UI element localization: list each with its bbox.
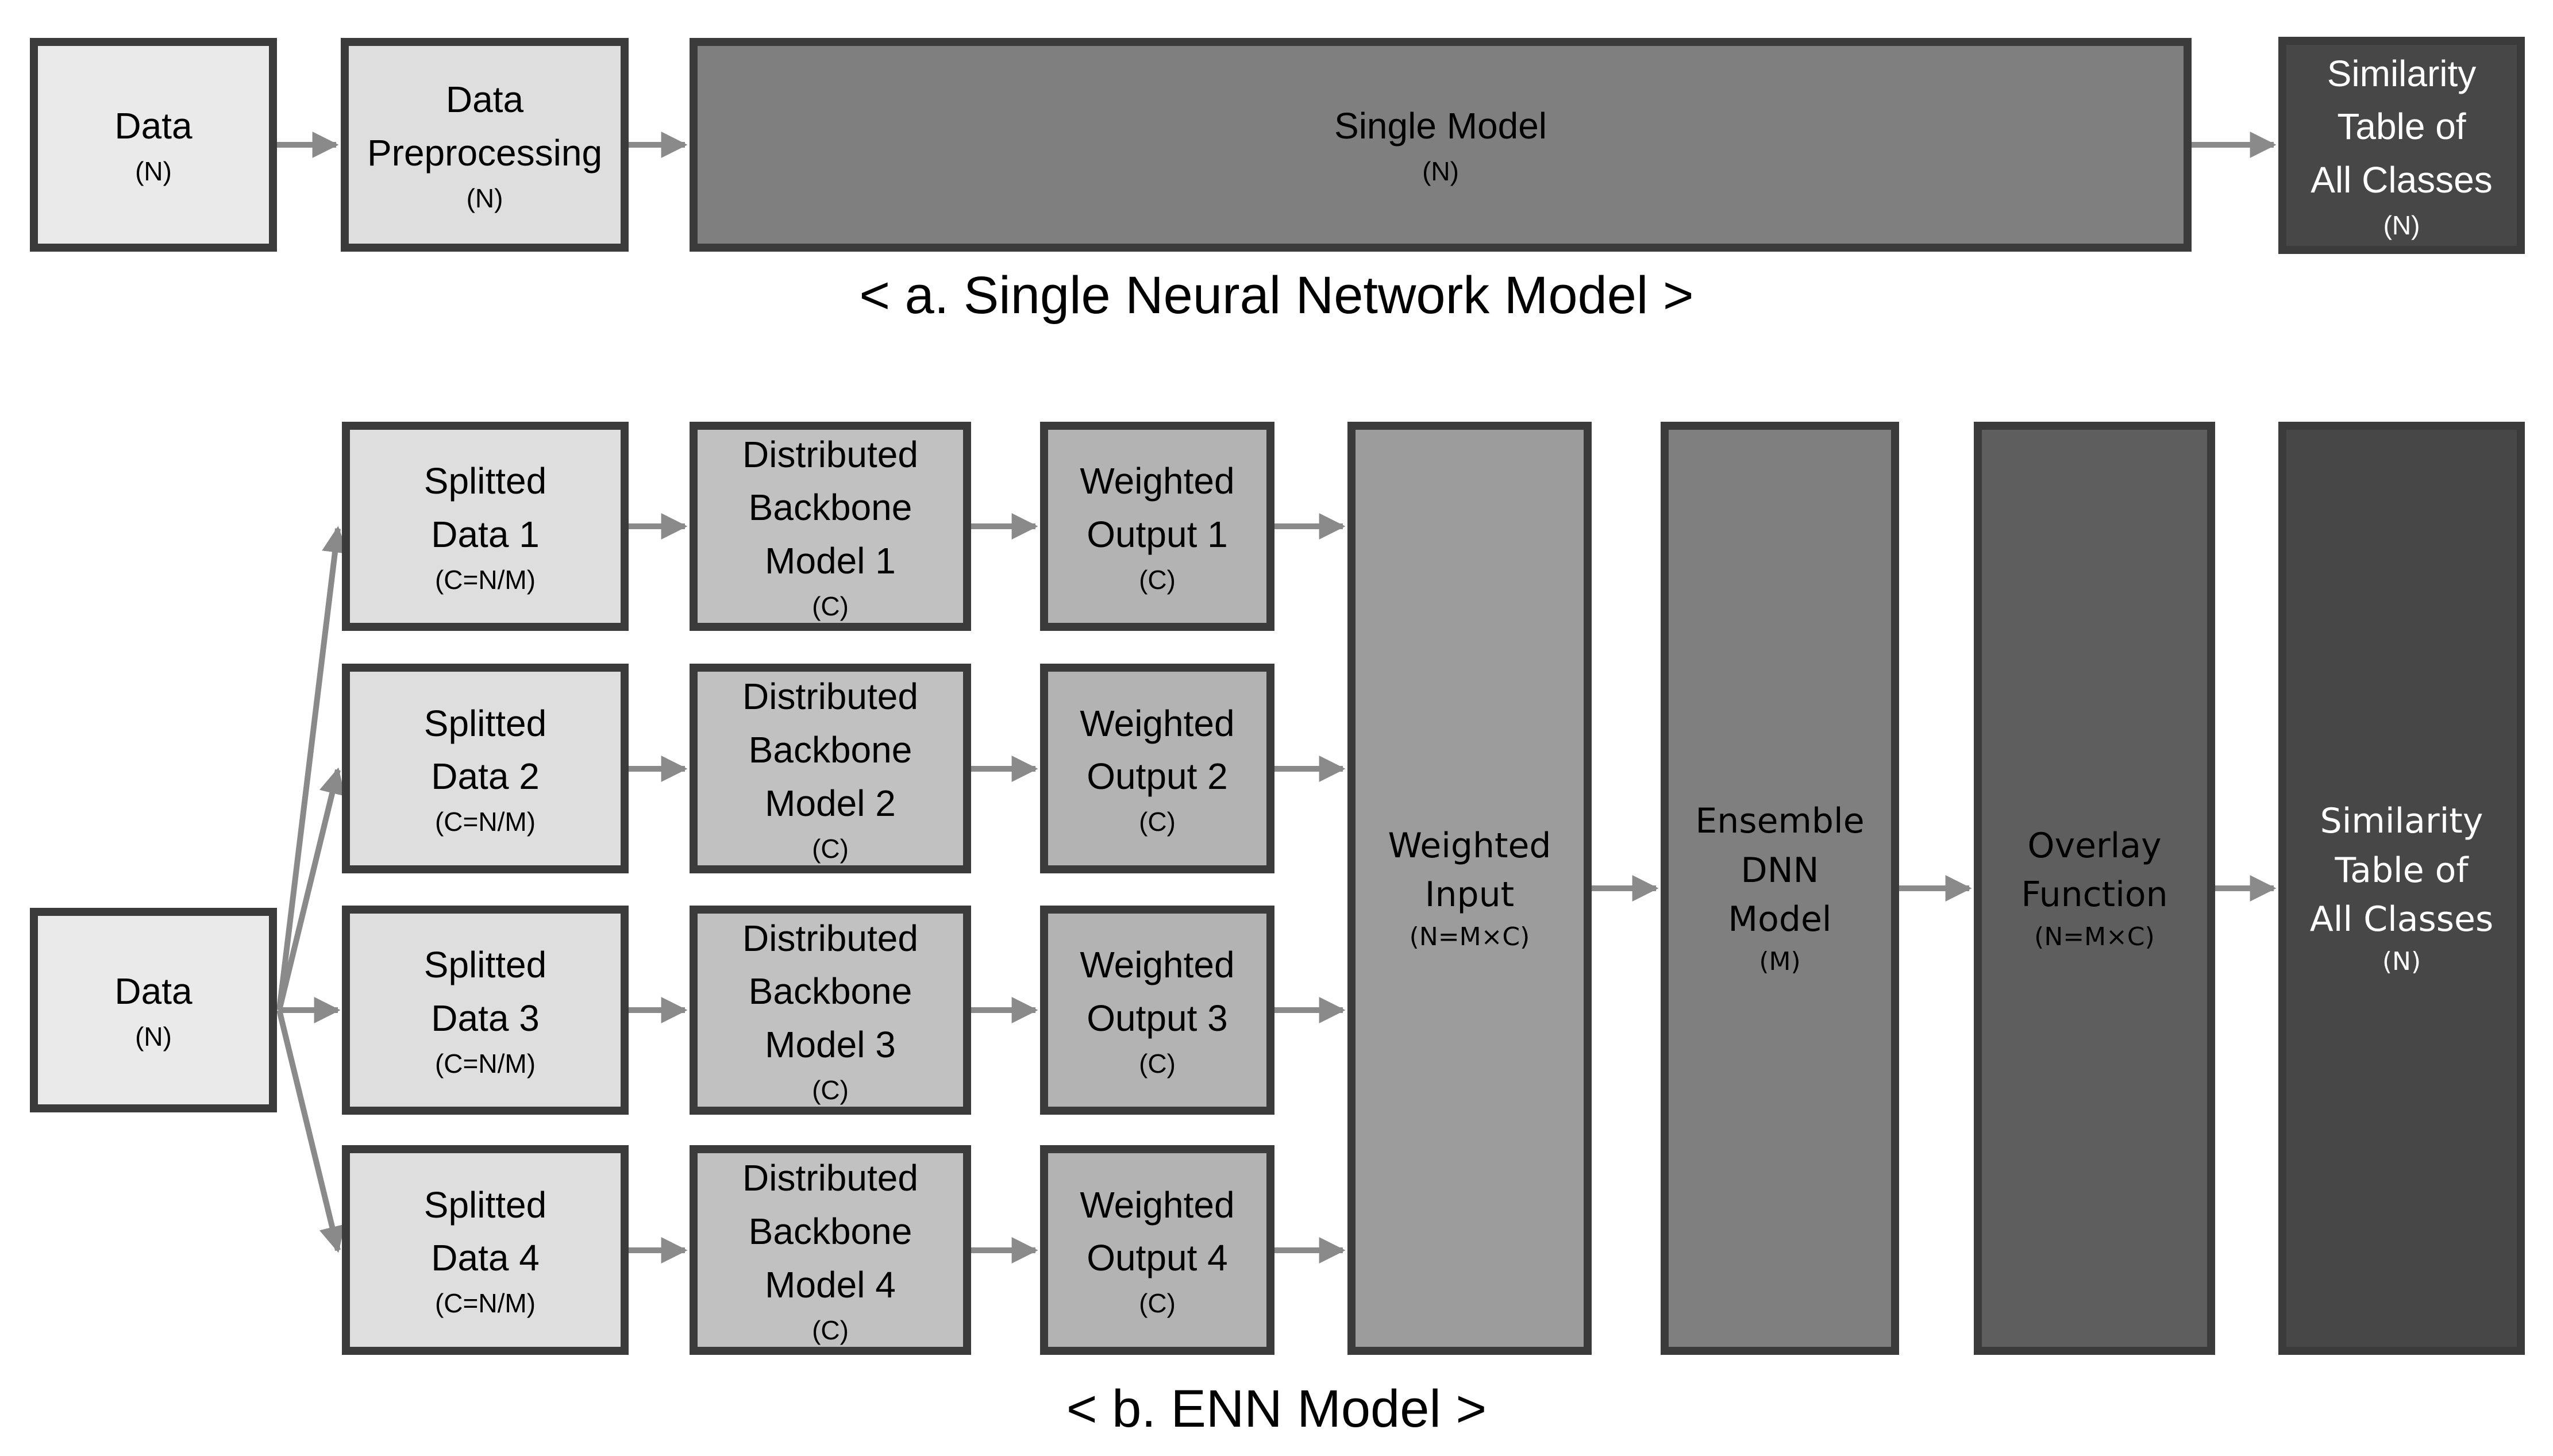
box-distributed-backbone-model-3: Distributed Backbone Model 3 (C) xyxy=(690,906,971,1115)
box-weighted-input: Weighted Input (N=M×C) xyxy=(1347,422,1592,1355)
box-sublabel: (C) xyxy=(812,1315,849,1345)
arrow-b-data-to-splitted-1 xyxy=(276,526,348,1011)
box-weighted-output-3: Weighted Output 3 (C) xyxy=(1040,906,1274,1115)
box-label: Splitted Data 3 xyxy=(423,944,547,1039)
box-sublabel: (C) xyxy=(812,1075,849,1105)
box-splitted-data-3: Splitted Data 3 (C=N/M) xyxy=(342,906,629,1115)
box-label: Data xyxy=(114,970,192,1012)
box-label: Data Preprocessing xyxy=(367,79,603,174)
box-sublabel: (C) xyxy=(812,591,849,621)
box-label: Weighted Output 2 xyxy=(1080,702,1235,798)
box-sublabel: (C=N/M) xyxy=(434,807,536,837)
box-sublabel: (N) xyxy=(2383,210,2420,240)
box-label: Distributed Backbone Model 3 xyxy=(742,917,918,1066)
box-label: Single Model xyxy=(1334,105,1547,147)
arrow-b-data-to-splitted-4 xyxy=(276,1009,345,1253)
box-label: Data xyxy=(114,105,192,147)
box-distributed-backbone-model-1: Distributed Backbone Model 1 (C) xyxy=(690,422,971,631)
box-sublabel: (C) xyxy=(812,833,849,864)
box-sublabel: (N=M×C) xyxy=(2034,922,2155,952)
box-splitted-data-4: Splitted Data 4 (C=N/M) xyxy=(342,1145,629,1355)
box-label: Splitted Data 2 xyxy=(423,702,547,798)
box-sublabel: (M) xyxy=(1759,946,1801,976)
box-data-preprocessing: Data Preprocessing (N) xyxy=(341,38,629,252)
box-similarity-table-b: Similarity Table of All Classes (N) xyxy=(2278,422,2525,1355)
box-sublabel: (C) xyxy=(1139,564,1176,595)
box-sublabel: (N) xyxy=(135,156,172,187)
box-label: Weighted Output 4 xyxy=(1080,1184,1235,1279)
box-sublabel: (C) xyxy=(1139,1288,1176,1319)
box-data-b: Data (N) xyxy=(30,908,277,1112)
box-label: Distributed Backbone Model 2 xyxy=(742,676,918,824)
box-weighted-output-4: Weighted Output 4 (C) xyxy=(1040,1145,1274,1355)
box-label: Splitted Data 1 xyxy=(423,460,547,555)
caption-a: < a. Single Neural Network Model > xyxy=(859,266,1694,325)
box-label: Similarity Table of All Classes xyxy=(2309,801,2494,939)
box-sublabel: (C) xyxy=(1139,807,1176,837)
box-label: Distributed Backbone Model 1 xyxy=(742,433,918,582)
box-label: Ensemble DNN Model xyxy=(1695,801,1865,939)
box-sublabel: (C=N/M) xyxy=(434,564,536,595)
box-similarity-table-a: Similarity Table of All Classes (N) xyxy=(2278,37,2525,254)
box-sublabel: (C=N/M) xyxy=(434,1048,536,1078)
box-sublabel: (N) xyxy=(466,183,503,213)
box-label: Splitted Data 4 xyxy=(423,1184,547,1279)
box-sublabel: (C=N/M) xyxy=(434,1288,536,1319)
box-distributed-backbone-model-2: Distributed Backbone Model 2 (C) xyxy=(690,664,971,873)
box-weighted-output-1: Weighted Output 1 (C) xyxy=(1040,422,1274,631)
box-single-model: Single Model (N) xyxy=(690,38,2192,252)
box-ensemble-dnn-model: Ensemble DNN Model (M) xyxy=(1661,422,1899,1355)
box-weighted-output-2: Weighted Output 2 (C) xyxy=(1040,664,1274,873)
box-distributed-backbone-model-4: Distributed Backbone Model 4 (C) xyxy=(690,1145,971,1355)
arrow-b-data-to-splitted-2 xyxy=(276,767,345,1011)
box-label: Weighted Input xyxy=(1388,826,1551,915)
box-label: Overlay Function xyxy=(2021,826,2168,915)
box-sublabel: (N) xyxy=(1422,156,1459,187)
box-label: Distributed Backbone Model 4 xyxy=(742,1157,918,1305)
box-data-a: Data (N) xyxy=(30,38,277,252)
caption-b: < b. ENN Model > xyxy=(1066,1380,1487,1438)
box-splitted-data-2: Splitted Data 2 (C=N/M) xyxy=(342,664,629,873)
box-label: Weighted Output 3 xyxy=(1080,944,1235,1039)
box-sublabel: (N) xyxy=(135,1022,172,1052)
box-label: Similarity Table of All Classes xyxy=(2311,52,2493,201)
box-label: Weighted Output 1 xyxy=(1080,460,1235,555)
box-sublabel: (N) xyxy=(2382,946,2421,976)
box-sublabel: (N=M×C) xyxy=(1409,922,1530,952)
box-splitted-data-1: Splitted Data 1 (C=N/M) xyxy=(342,422,629,631)
box-sublabel: (C) xyxy=(1139,1048,1176,1078)
box-overlay-function: Overlay Function (N=M×C) xyxy=(1974,422,2215,1355)
